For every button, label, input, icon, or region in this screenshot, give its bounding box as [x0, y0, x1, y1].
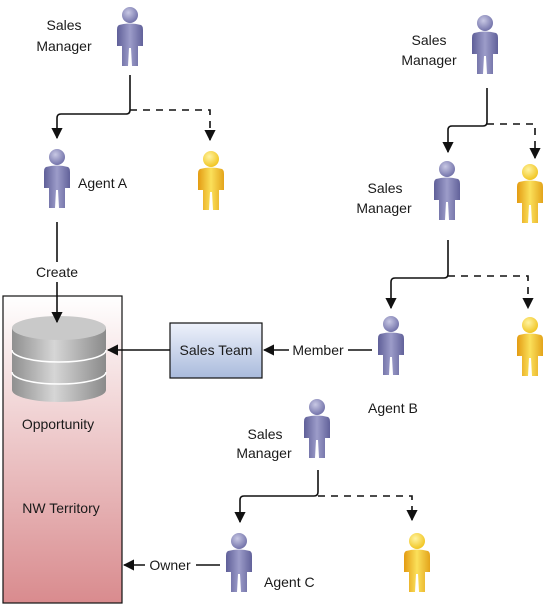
database-icon	[11, 316, 107, 402]
agent-c-label: Agent C	[264, 574, 315, 590]
agent-c-person-icon	[226, 533, 252, 592]
sales-manager-4-label-line2: Manager	[236, 445, 292, 461]
agent-a-person-icon	[44, 149, 70, 208]
agent-b-label: Agent B	[368, 400, 418, 416]
sales-manager-3-label-line2: Manager	[356, 200, 412, 216]
sales-manager-3-person-icon	[434, 161, 460, 220]
agent-a-label: Agent A	[78, 175, 128, 191]
member-3-person-icon	[517, 317, 543, 376]
sales-manager-4-person-icon	[304, 399, 330, 458]
connectors	[51, 75, 541, 571]
sales-manager-1-person-icon	[117, 7, 143, 66]
sales-manager-2-label-line2: Manager	[401, 52, 457, 68]
sales-team-box	[169, 322, 263, 379]
sales-manager-2-label-line1: Sales	[411, 32, 446, 48]
owner-label: Owner	[149, 557, 191, 573]
member-1-person-icon	[198, 151, 224, 210]
sales-manager-3-label-line1: Sales	[367, 180, 402, 196]
opportunity-label: Opportunity	[22, 416, 94, 432]
member-2-person-icon	[517, 164, 543, 223]
create-label: Create	[36, 264, 78, 280]
member-label: Member	[292, 342, 344, 358]
sales-manager-1-label-line1: Sales	[46, 17, 81, 33]
territory-label: NW Territory	[22, 500, 100, 516]
sales-manager-1-label-line2: Manager	[36, 38, 92, 54]
sales-team-label: Sales Team	[180, 342, 253, 358]
agent-b-person-icon	[378, 316, 404, 375]
sales-manager-2-person-icon	[472, 15, 498, 74]
sales-manager-4-label-line1: Sales	[247, 426, 282, 442]
member-4-person-icon	[404, 533, 430, 592]
